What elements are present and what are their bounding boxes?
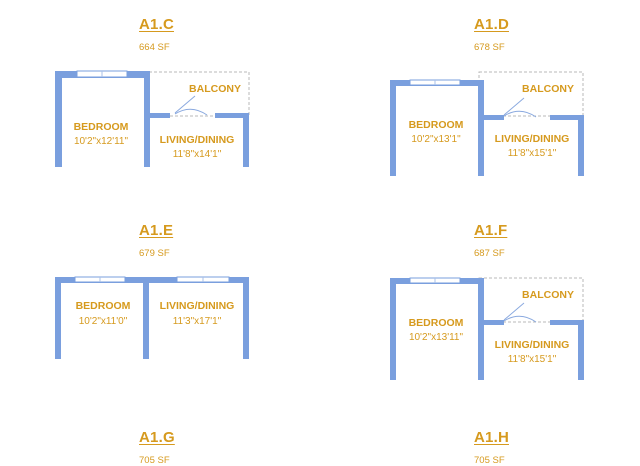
plan-title[interactable]: A1.F bbox=[474, 222, 508, 239]
room-dimensions: 10'2"x13'1" bbox=[411, 134, 461, 145]
room-dimensions: 10'2"x12'11" bbox=[74, 136, 129, 147]
plan-square-footage: 678 SF bbox=[474, 42, 505, 53]
floorplan-drawing: BEDROOM 10'2"x11'0" LIVING/DINING 11'3"x… bbox=[55, 276, 249, 359]
room-label: BEDROOM bbox=[74, 121, 129, 133]
plan-square-footage: 679 SF bbox=[139, 248, 170, 259]
room-label: BALCONY bbox=[189, 83, 241, 95]
room-dimensions: 11'8"x15'1" bbox=[508, 148, 557, 159]
room-dimensions: 10'2"x11'0" bbox=[79, 316, 128, 327]
plan-square-footage: 664 SF bbox=[139, 42, 170, 53]
floorplan-drawing: BEDROOM 10'2"x12'11" BALCONY LIVING/DINI… bbox=[55, 70, 250, 167]
room-label: LIVING/DINING bbox=[160, 300, 235, 312]
room-label: LIVING/DINING bbox=[495, 339, 570, 351]
floorplan-drawing: BEDROOM 10'2"x13'11" BALCONY LIVING/DINI… bbox=[390, 277, 584, 380]
room-label: BEDROOM bbox=[409, 119, 464, 131]
room-label: LIVING/DINING bbox=[495, 133, 570, 145]
plan-title[interactable]: A1.H bbox=[474, 429, 509, 446]
plan-title[interactable]: A1.C bbox=[139, 16, 174, 33]
floorplan-drawing: BEDROOM 10'2"x13'1" BALCONY LIVING/DININ… bbox=[390, 71, 584, 176]
room-dimensions: 10'2"x13'11" bbox=[409, 332, 464, 343]
plan-square-footage: 687 SF bbox=[474, 248, 505, 259]
room-label: BALCONY bbox=[522, 83, 574, 95]
plan-title[interactable]: A1.D bbox=[474, 16, 509, 33]
room-dimensions: 11'8"x15'1" bbox=[508, 354, 557, 365]
room-label: BALCONY bbox=[522, 289, 574, 301]
room-dimensions: 11'8"x14'1" bbox=[173, 149, 222, 160]
room-label: BEDROOM bbox=[409, 317, 464, 329]
plan-title[interactable]: A1.G bbox=[139, 429, 175, 446]
room-dimensions: 11'3"x17'1" bbox=[173, 316, 222, 327]
room-label: LIVING/DINING bbox=[160, 134, 235, 146]
plan-square-footage: 705 SF bbox=[139, 455, 170, 466]
plan-title[interactable]: A1.E bbox=[139, 222, 174, 239]
room-label: BEDROOM bbox=[76, 300, 131, 312]
plan-square-footage: 705 SF bbox=[474, 455, 505, 466]
